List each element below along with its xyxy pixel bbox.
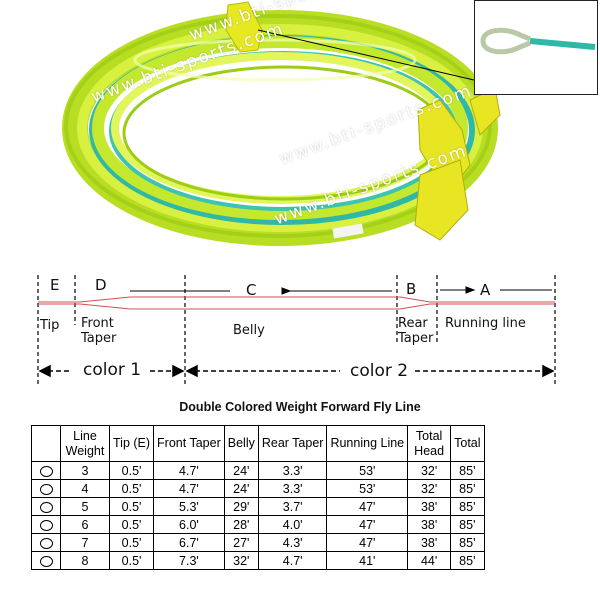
cell-running-line: 47'	[326, 497, 409, 516]
table-row: 8 0.5' 7.3' 32' 4.7' 41' 44' 85'	[31, 551, 485, 570]
cell-running-line: 53'	[326, 479, 409, 498]
header-select	[31, 425, 61, 462]
header-tip: Tip (E)	[108, 425, 155, 462]
cell-total-head: 32'	[407, 461, 452, 480]
cell-total-head: 32'	[407, 479, 452, 498]
cell-front-taper: 7.3'	[153, 551, 225, 570]
part-label-front-taper: Taper	[81, 331, 117, 346]
cell-total: 85'	[450, 461, 485, 480]
cable-tie-right	[414, 87, 501, 241]
header-total-head-text: Total Head	[414, 428, 445, 458]
cell-line-weight: 3	[60, 461, 110, 480]
radio-circle-icon[interactable]	[39, 501, 53, 513]
table-row: 3 0.5' 4.7' 24' 3.3' 53' 32' 85'	[31, 461, 485, 480]
section-label-b: B	[406, 280, 417, 298]
radio-circle-icon[interactable]	[39, 555, 53, 567]
cell-front-taper: 5.3'	[153, 497, 225, 516]
cell-total: 85'	[450, 515, 485, 534]
cell-running-line: 53'	[326, 461, 409, 480]
radio-circle-icon[interactable]	[39, 465, 53, 477]
cell-front-taper: 4.7'	[153, 479, 225, 498]
cell-total-head: 44'	[407, 551, 452, 570]
cell-front-taper: 6.7'	[153, 533, 225, 552]
cell-tip: 0.5'	[108, 533, 155, 552]
section-label-c: C	[246, 281, 257, 299]
table-row: 5 0.5' 5.3' 29' 3.7' 47' 38' 85'	[31, 497, 485, 516]
cell-rear-taper: 4.7'	[257, 551, 328, 570]
radio-circle-icon[interactable]	[39, 519, 53, 531]
cell-total: 85'	[450, 479, 485, 498]
cell-belly: 29'	[223, 497, 259, 516]
cell-tip: 0.5'	[108, 551, 155, 570]
cell-rear-taper: 4.3'	[257, 533, 328, 552]
radio-circle-icon[interactable]	[39, 483, 53, 495]
cell-total-head: 38'	[407, 533, 452, 552]
cell-line-weight: 5	[60, 497, 110, 516]
loop-detail-inset	[474, 0, 598, 95]
header-total-head: Total Head	[407, 425, 452, 462]
cell-line-weight: 6	[60, 515, 110, 534]
cell-tip: 0.5'	[108, 461, 155, 480]
radio-circle-icon[interactable]	[39, 537, 53, 549]
cell-total: 85'	[450, 497, 485, 516]
cell-running-line: 47'	[326, 533, 409, 552]
cell-belly: 32'	[223, 551, 259, 570]
cell-rear-taper: 3.3'	[257, 461, 328, 480]
cell-line-weight: 4	[60, 479, 110, 498]
cell-line-weight: 8	[60, 551, 110, 570]
cell-total-head: 38'	[407, 497, 452, 516]
cell-front-taper: 6.0'	[153, 515, 225, 534]
cable-tie-top	[225, 1, 263, 53]
cell-rear-taper: 4.0'	[257, 515, 328, 534]
header-rear-taper: Rear Taper	[257, 425, 328, 462]
table-row: 6 0.5' 6.0' 28' 4.0' 47' 38' 85'	[31, 515, 485, 534]
cell-rear-taper: 3.7'	[257, 497, 328, 516]
row-select-radio[interactable]	[31, 515, 61, 534]
color-2-label: color 2	[347, 361, 412, 381]
part-label-front: Front	[81, 316, 114, 331]
part-label-belly: Belly	[233, 323, 265, 338]
cell-rear-taper: 3.3'	[257, 479, 328, 498]
table-row: 7 0.5' 6.7' 27' 4.3' 47' 38' 85'	[31, 533, 485, 552]
row-select-radio[interactable]	[31, 551, 61, 570]
section-label-a: A	[480, 281, 491, 299]
row-select-radio[interactable]	[31, 479, 61, 498]
part-label-rear: Rear	[398, 316, 428, 331]
cell-total: 85'	[450, 551, 485, 570]
section-label-d: D	[95, 276, 107, 294]
part-label-rear-taper: Taper	[398, 331, 434, 346]
taper-diagram	[37, 275, 556, 385]
cell-front-taper: 4.7'	[153, 461, 225, 480]
part-label-tip: Tip	[40, 318, 60, 333]
color-1-label: color 1	[80, 360, 145, 380]
cell-belly: 28'	[223, 515, 259, 534]
row-select-radio[interactable]	[31, 533, 61, 552]
fly-line-coil-photo	[62, 1, 501, 246]
cell-tip: 0.5'	[108, 515, 155, 534]
header-belly: Belly	[223, 425, 259, 462]
cell-total-head: 38'	[407, 515, 452, 534]
section-label-e: E	[50, 276, 60, 294]
header-line-weight: Line Weight	[60, 425, 110, 462]
row-select-radio[interactable]	[31, 497, 61, 516]
table-title: Double Colored Weight Forward Fly Line	[179, 400, 421, 414]
part-label-running-line: Running line	[445, 316, 526, 331]
cell-total: 85'	[450, 533, 485, 552]
header-total: Total	[450, 425, 485, 462]
cell-belly: 27'	[223, 533, 259, 552]
table-header-row: Line Weight Tip (E) Front Taper Belly Re…	[31, 425, 485, 462]
cell-running-line: 41'	[326, 551, 409, 570]
cell-line-weight: 7	[60, 533, 110, 552]
cell-belly: 24'	[223, 461, 259, 480]
header-front-taper: Front Taper	[153, 425, 225, 462]
table-row: 4 0.5' 4.7' 24' 3.3' 53' 32' 85'	[31, 479, 485, 498]
cell-belly: 24'	[223, 479, 259, 498]
specs-table: Line Weight Tip (E) Front Taper Belly Re…	[31, 425, 485, 570]
cell-tip: 0.5'	[108, 497, 155, 516]
header-running-line: Running Line	[326, 425, 409, 462]
cell-running-line: 47'	[326, 515, 409, 534]
cell-tip: 0.5'	[108, 479, 155, 498]
row-select-radio[interactable]	[31, 461, 61, 480]
header-line-weight-text: Line Weight	[65, 428, 105, 458]
